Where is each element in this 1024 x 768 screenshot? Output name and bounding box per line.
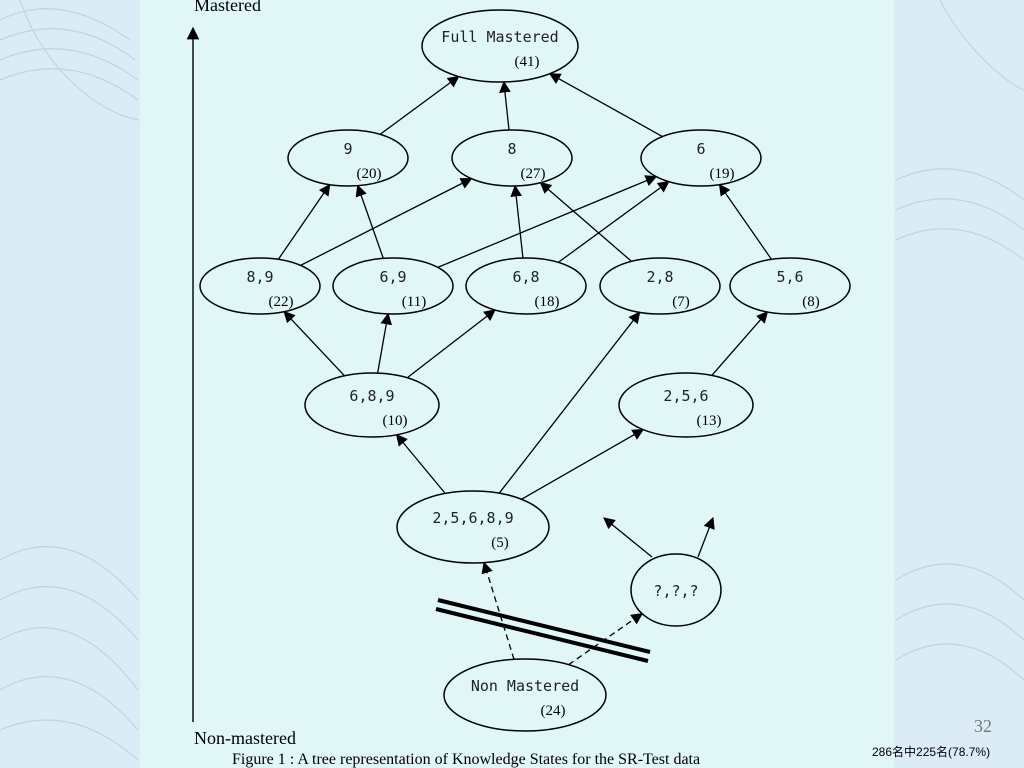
edge-n9-to-full [379, 75, 460, 135]
node-n8: 8 (27) [451, 129, 573, 187]
node-ellipse [199, 257, 321, 315]
node-unknown: ?,?,? [630, 553, 722, 627]
node-label: 6,8 [512, 268, 539, 286]
node-n68: 6,8 (18) [465, 257, 587, 315]
node-label: 8 [507, 140, 516, 158]
edge-n68-to-n6 [557, 180, 670, 263]
barrier-line-bottom [435, 607, 649, 663]
edge-n256-to-n56 [711, 311, 769, 376]
edge-n689-to-n69 [376, 312, 393, 374]
edge-none-to-n25689 [481, 561, 515, 660]
diagram-panel [140, 0, 894, 768]
node-none: Non Mastered (24) [443, 658, 607, 732]
figure-caption: Figure 1 : A tree representation of Know… [232, 751, 700, 768]
node-count: (18) [535, 294, 560, 310]
node-ellipse [396, 490, 550, 564]
node-count: (13) [697, 413, 722, 429]
node-label: 6,8,9 [349, 387, 394, 405]
node-label: 2,8 [646, 268, 673, 286]
edge-n69-to-n9 [355, 184, 384, 259]
edge-n689-to-n68 [406, 309, 496, 379]
edge-n25689-to-n689 [395, 433, 446, 494]
edge-n6-to-full [548, 73, 663, 138]
unknown-arrow-right [697, 516, 715, 558]
edge-n56-to-n6 [718, 183, 773, 260]
node-n6: 6 (19) [640, 129, 762, 187]
edges [277, 73, 773, 666]
node-n9: 9 (20) [287, 129, 409, 187]
node-ellipse [421, 9, 579, 83]
node-count: (19) [710, 166, 735, 182]
node-label: ?,?,? [653, 582, 698, 600]
edge-n68-to-n8 [510, 184, 524, 259]
node-count: (7) [672, 294, 690, 310]
node-ellipse [630, 553, 722, 627]
edge-n69-to-n6 [437, 175, 658, 268]
node-n89: 8,9 (22) [199, 257, 321, 315]
node-label: 6,9 [379, 268, 406, 286]
node-count: (5) [491, 535, 509, 551]
node-full: Full Mastered (41) [421, 9, 579, 83]
axis-top-label: Mastered [194, 0, 261, 15]
node-ellipse [729, 257, 851, 315]
node-count: (27) [521, 166, 546, 182]
unknown-arrow-left [603, 517, 653, 558]
node-ellipse [443, 658, 607, 732]
edge-n28-to-n8 [539, 181, 632, 262]
node-n28: 2,8 (7) [599, 257, 721, 315]
footnote: 286名中225名(78.7%) [872, 745, 991, 759]
node-ellipse [451, 129, 573, 187]
edge-n8-to-full [499, 80, 511, 131]
node-ellipse [332, 257, 454, 315]
node-ellipse [465, 257, 587, 315]
node-label: 8,9 [246, 268, 273, 286]
node-ellipse [618, 372, 754, 438]
node-n56: 5,6 (8) [729, 257, 851, 315]
edge-n89-to-n8 [300, 178, 473, 266]
edge-n689-to-n89 [283, 310, 346, 377]
node-label: Full Mastered [441, 28, 558, 46]
node-n689: 6,8,9 (10) [304, 372, 440, 438]
barrier-line-top [437, 598, 651, 654]
edge-n25689-to-n28 [498, 311, 641, 494]
node-ellipse [304, 372, 440, 438]
node-count: (20) [357, 166, 382, 182]
node-label: 2,5,6,8,9 [432, 509, 513, 527]
node-label: 6 [696, 140, 705, 158]
node-ellipse [640, 129, 762, 187]
node-ellipse [287, 129, 409, 187]
node-ellipse [599, 257, 721, 315]
node-label: 9 [343, 140, 352, 158]
node-count: (11) [402, 294, 426, 310]
nodes: Full Mastered (41) 9 (20) 8 (27) 6 (19) 8,9 (22) 6… [199, 9, 851, 732]
node-count: (8) [802, 294, 820, 310]
node-n25689: 2,5,6,8,9 (5) [396, 490, 550, 564]
node-count: (41) [515, 54, 540, 70]
page-number: 32 [974, 716, 992, 736]
edge-n25689-to-n256 [521, 428, 645, 500]
node-label: Non Mastered [471, 677, 579, 695]
node-count: (10) [383, 413, 408, 429]
node-label: 5,6 [776, 268, 803, 286]
node-label: 2,5,6 [663, 387, 708, 405]
axis-bottom-label: Non-mastered [194, 728, 296, 748]
edge-n89-to-n9 [277, 183, 331, 260]
node-n256: 2,5,6 (13) [618, 372, 754, 438]
node-count: (24) [541, 703, 566, 719]
node-n69: 6,9 (11) [332, 257, 454, 315]
node-count: (22) [269, 294, 294, 310]
